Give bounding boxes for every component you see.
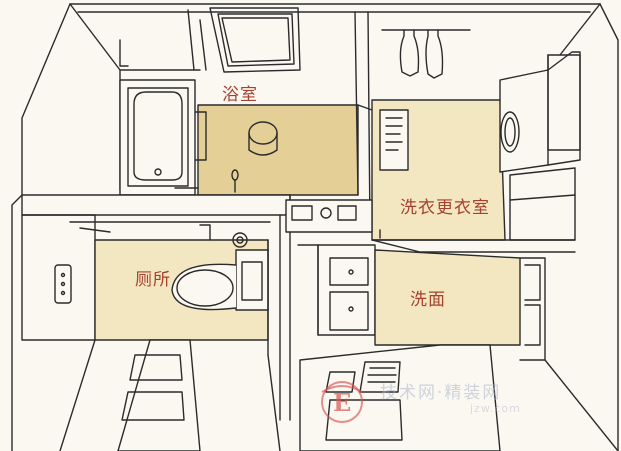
label-washroom: 洗面 bbox=[410, 290, 446, 310]
skylight-window bbox=[209, 7, 301, 73]
hanging-clothes bbox=[381, 29, 471, 79]
shelf-unit bbox=[519, 257, 546, 361]
toilet-mat bbox=[117, 339, 201, 451]
control-panel bbox=[291, 205, 357, 221]
bathtub bbox=[119, 79, 207, 196]
washing-machine bbox=[499, 51, 581, 173]
watermark-logo-letter: E bbox=[333, 388, 352, 417]
watermark-main-text: 技术网·精装网 bbox=[380, 383, 502, 403]
toilet bbox=[171, 224, 269, 311]
label-laundry-dressing: 洗衣更衣室 bbox=[400, 198, 490, 218]
bathroom-floor bbox=[197, 104, 359, 196]
label-bathroom: 浴室 bbox=[222, 85, 258, 105]
laundry-cabinet bbox=[509, 167, 576, 241]
washroom-mat bbox=[299, 344, 501, 451]
watermark-sub-text: jzw.com bbox=[470, 402, 521, 415]
outer-wall-right bbox=[599, 3, 619, 451]
label-toilet: 厕所 bbox=[135, 270, 171, 290]
watermark-logo bbox=[321, 381, 363, 423]
bath-stool bbox=[231, 121, 278, 193]
washroom-floor bbox=[374, 249, 521, 346]
